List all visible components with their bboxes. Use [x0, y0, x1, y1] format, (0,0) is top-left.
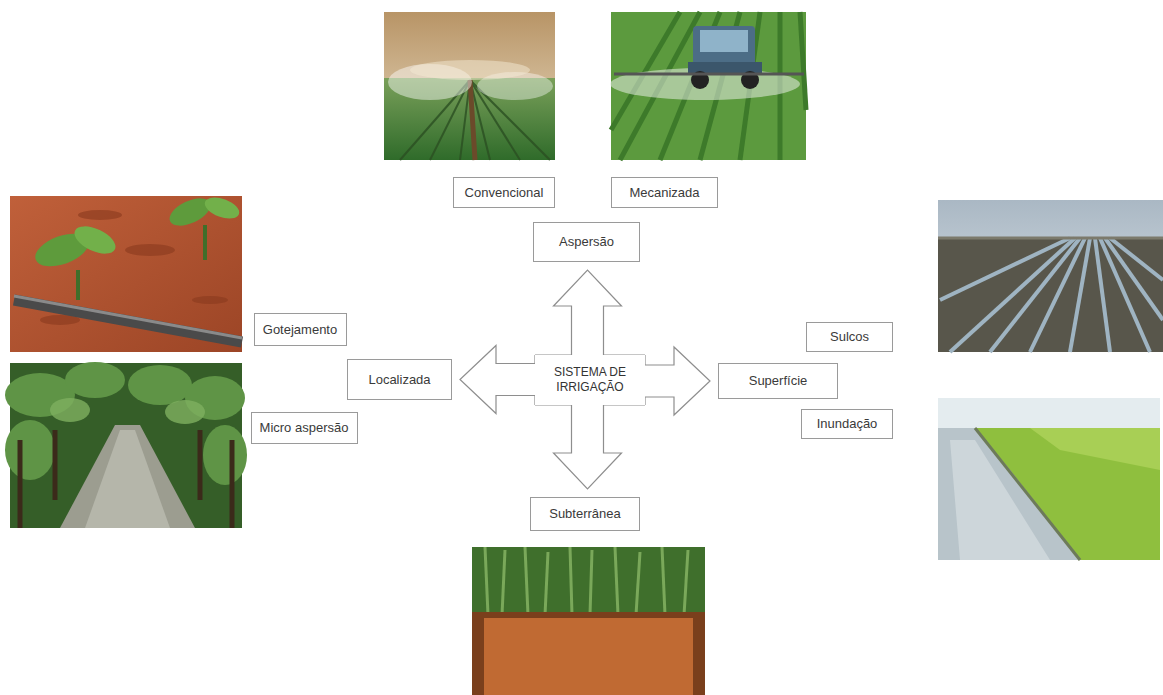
node-label: Localizada [368, 372, 430, 388]
category-box: Superfície [718, 363, 838, 399]
node-label: Superfície [749, 373, 808, 389]
flood-photo [938, 398, 1160, 560]
block-arrow [460, 346, 535, 414]
subsurface-photo [472, 547, 705, 695]
category-box: Subterrânea [530, 497, 640, 531]
tractor-photo [610, 12, 806, 160]
node-label: Subterrânea [549, 506, 621, 522]
node-label: Sulcos [830, 329, 869, 345]
center-label: SISTEMA DE IRRIGAÇÃO [535, 355, 645, 405]
node-label: Aspersão [559, 234, 614, 250]
category-box: Convencional [453, 177, 555, 208]
cross-outline [535, 355, 645, 405]
category-box: Gotejamento [254, 313, 347, 346]
block-arrow [554, 405, 622, 489]
node-label: Inundação [817, 416, 878, 432]
node-label: Mecanizada [629, 185, 699, 201]
sprinkler-photo [384, 12, 555, 160]
category-box: Mecanizada [611, 177, 718, 208]
micro-sprinkler-photo [5, 362, 247, 528]
block-arrow [554, 270, 622, 355]
node-label: Gotejamento [263, 322, 337, 338]
node-label: Micro aspersão [260, 420, 349, 436]
drip-photo [10, 193, 242, 352]
category-box: Micro aspersão [251, 412, 358, 444]
furrow-photo [938, 200, 1163, 352]
node-label: Convencional [465, 185, 544, 201]
category-box: Inundação [801, 409, 893, 439]
category-box: Localizada [347, 359, 452, 400]
category-box: Sulcos [806, 322, 893, 352]
category-box: Aspersão [533, 222, 640, 262]
node-label: SISTEMA DE IRRIGAÇÃO [549, 365, 631, 395]
block-arrow [645, 347, 710, 415]
